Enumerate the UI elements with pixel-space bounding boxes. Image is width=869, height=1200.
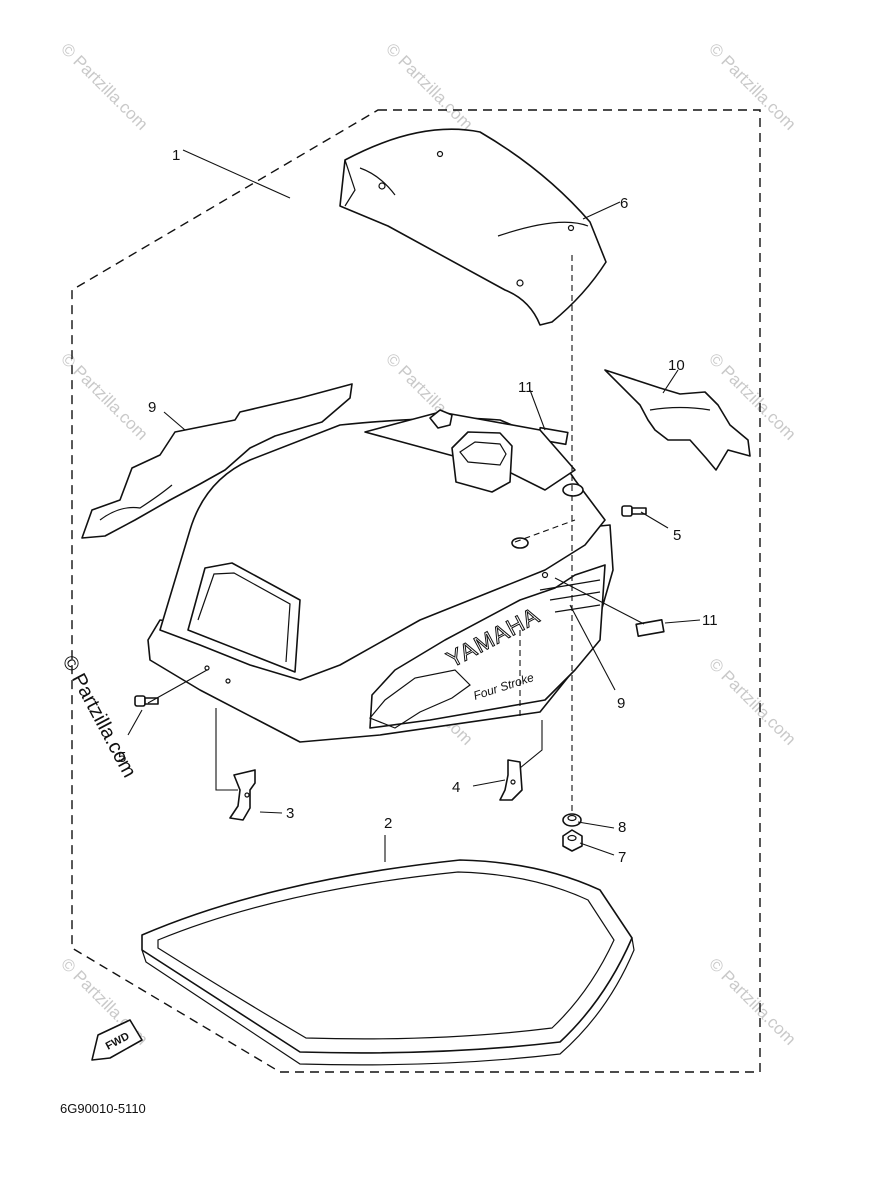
fwd-arrow-icon bbox=[91, 1019, 143, 1061]
watermark: © Partzilla.com bbox=[382, 39, 476, 133]
fwd-arrow-badge: FWD bbox=[91, 1019, 143, 1061]
part-1-top-cowling[interactable]: YAMAHA Four Stroke bbox=[147, 409, 614, 743]
part-8-grommet[interactable] bbox=[562, 813, 582, 827]
side-copyright: © Partzilla.com bbox=[58, 652, 141, 781]
part-7-nut[interactable] bbox=[562, 829, 583, 852]
watermark: © Partzilla.com bbox=[705, 654, 799, 748]
callout-11-right: 11 bbox=[702, 612, 718, 629]
callout-1: 1 bbox=[172, 147, 180, 164]
diagram-code: 6G90010-5110 bbox=[60, 1101, 146, 1116]
part-2-seal[interactable] bbox=[141, 859, 635, 1066]
callout-11-top: 11 bbox=[518, 379, 534, 396]
callout-8: 8 bbox=[618, 819, 626, 836]
part-4-bracket[interactable] bbox=[499, 759, 523, 801]
watermark: © Partzilla.com bbox=[705, 954, 799, 1048]
callout-9-right: 9 bbox=[617, 695, 625, 712]
assembly-boundary bbox=[71, 109, 761, 1073]
callout-7: 7 bbox=[618, 849, 626, 866]
watermark: © Partzilla.com bbox=[57, 39, 151, 133]
part-5-bolt-left[interactable] bbox=[134, 695, 159, 707]
callout-10: 10 bbox=[668, 357, 685, 374]
leader-lines bbox=[127, 149, 701, 862]
callout-5-left: 5 bbox=[118, 749, 126, 766]
callout-labels: 1 6 9 10 11 5 11 9 5 3 4 8 7 2 bbox=[118, 147, 718, 866]
callout-2: 2 bbox=[384, 815, 392, 832]
part-5-bolt-right[interactable] bbox=[621, 505, 647, 517]
callout-3: 3 bbox=[286, 805, 294, 822]
part-10-right-decal[interactable] bbox=[604, 369, 751, 471]
part-3-bracket[interactable] bbox=[229, 769, 256, 821]
callout-6: 6 bbox=[620, 195, 628, 212]
part-6-top-cover[interactable] bbox=[339, 128, 607, 326]
part-9-left-decal[interactable] bbox=[81, 383, 353, 539]
callout-5-right: 5 bbox=[673, 527, 681, 544]
callout-9-left: 9 bbox=[148, 399, 156, 416]
callout-4: 4 bbox=[452, 779, 460, 796]
watermark: © Partzilla.com bbox=[705, 39, 799, 133]
